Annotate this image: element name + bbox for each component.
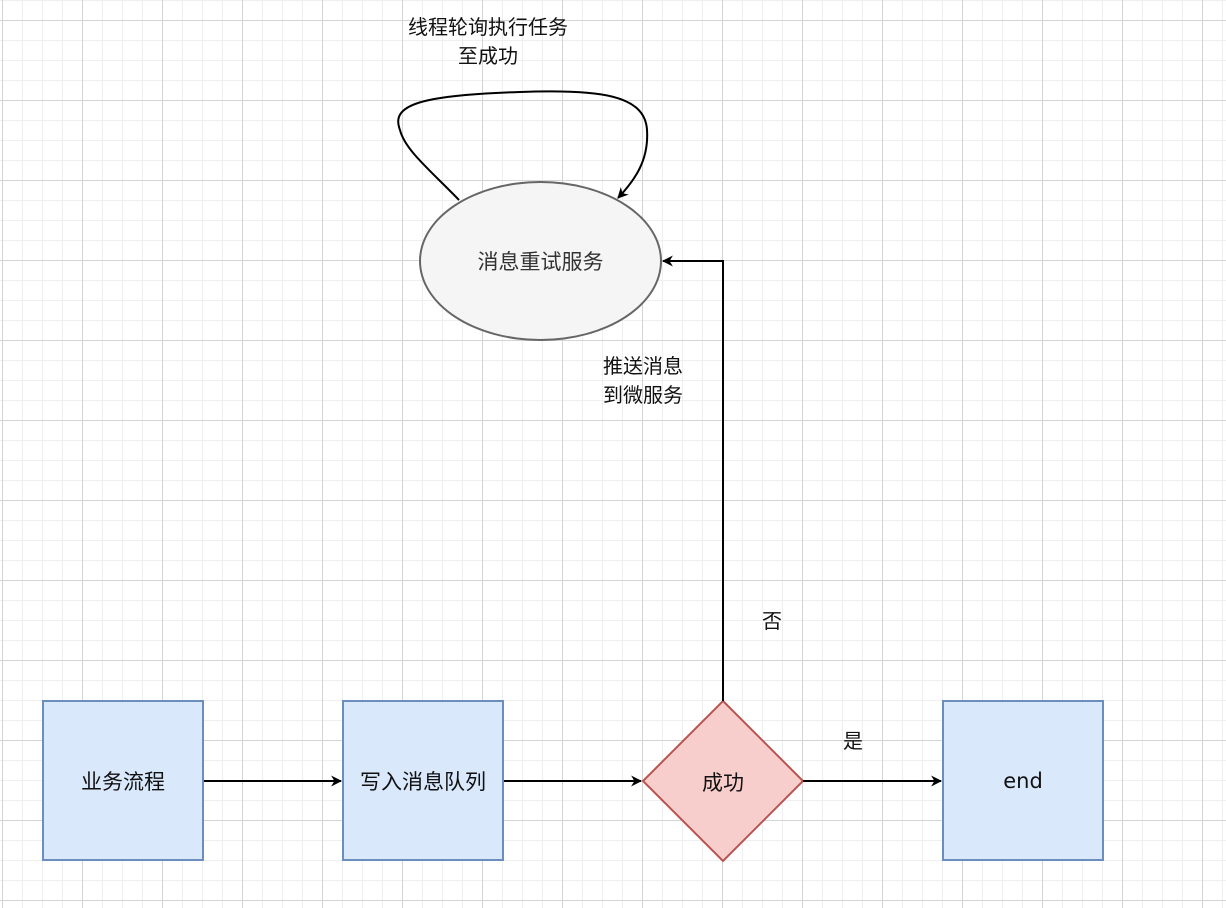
push-label-line2: 到微服务 <box>603 383 683 407</box>
push-label: 推送消息 到微服务 <box>588 352 698 410</box>
retry-service-label: 消息重试服务 <box>477 250 604 274</box>
no-label: 否 <box>762 609 782 633</box>
edge-decision-to-retry <box>661 255 724 701</box>
end-node[interactable]: end <box>942 700 1104 861</box>
edge-retry-loop <box>397 90 649 201</box>
yes-label: 是 <box>843 729 863 753</box>
write-queue-node[interactable]: 写入消息队列 <box>342 700 504 861</box>
loop-label-line2: 至成功 <box>458 44 518 68</box>
end-label: end <box>1003 768 1043 793</box>
retry-service-node[interactable]: 消息重试服务 <box>419 181 662 341</box>
loop-label-line1: 线程轮询执行任务 <box>408 15 568 39</box>
decision-label: 成功 <box>702 771 744 795</box>
business-process-label: 业务流程 <box>81 769 165 794</box>
loop-label: 线程轮询执行任务 至成功 <box>386 13 590 71</box>
decision-diamond[interactable] <box>641 699 805 863</box>
push-label-line1: 推送消息 <box>603 354 683 378</box>
write-queue-label: 写入消息队列 <box>360 769 486 794</box>
business-process-node[interactable]: 业务流程 <box>42 700 204 861</box>
